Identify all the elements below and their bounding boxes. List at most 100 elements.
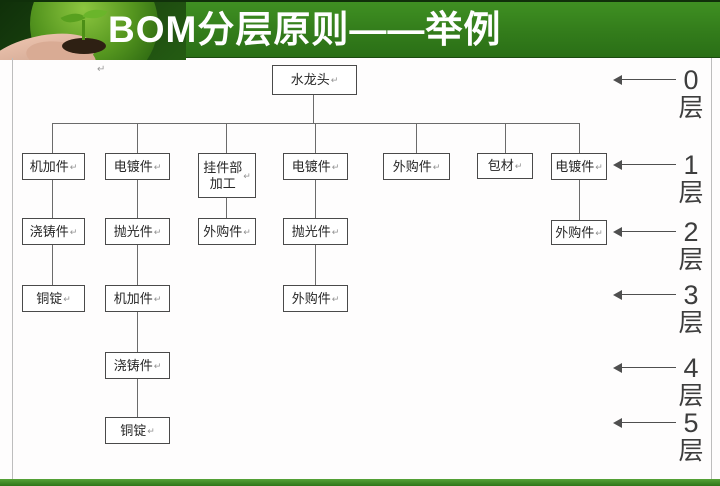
layer-number: 4 [683,353,699,383]
connector-line [579,180,580,220]
layer-label-4: 4 层 [674,354,708,410]
node-label: 电镀件 [291,158,331,174]
page-title: BOM分层原则——举例 [108,9,502,50]
return-mark-icon: ↵ [153,293,162,304]
return-mark-icon: ↵ [331,293,340,304]
tree-node: 电镀件↵ [105,153,170,180]
connector-line [315,245,316,285]
arrow-line [620,164,676,165]
node-label: 挂件部 加工 [203,159,243,191]
return-mark-icon: ↵ [514,161,523,171]
arrow-head-icon [613,75,622,85]
tree-node: 机加件↵ [22,153,85,180]
arrow-line [620,231,676,232]
connector-line [137,379,138,417]
arrow-head-icon [613,418,622,428]
layer-label-3: 3 层 [674,281,708,337]
layer-pointer-1 [613,160,677,170]
layer-label-2: 2 层 [674,218,708,274]
arrow-line [620,79,676,80]
connector-line [505,123,506,153]
layer-unit: 层 [678,382,704,410]
node-label: 浇铸件 [29,223,69,239]
tree-node: 浇铸件↵ [105,352,170,379]
node-label: 电镀件 [555,158,595,174]
node-label: 抛光件 [291,223,331,239]
connector-line [52,123,580,124]
layer-pointer-4 [613,363,677,373]
connector-line [52,180,53,218]
tree-node: 电镀件↵ [551,153,607,180]
layer-unit: 层 [678,309,704,337]
layer-label-5: 5 层 [674,409,708,465]
left-border-line [12,58,13,479]
layer-label-1: 1 层 [674,151,708,207]
return-mark-icon: ↵ [331,226,340,237]
node-label: 外购件 [392,158,432,174]
node-label: 外购件 [203,223,243,239]
return-mark-icon: ↵ [153,161,162,172]
node-label: 浇铸件 [113,357,153,373]
return-mark-icon: ↵ [432,161,441,172]
node-label: 抛光件 [113,223,153,239]
node-label: 铜锭 [36,290,63,306]
return-mark-icon: ↵ [595,161,603,172]
node-label: 电镀件 [113,158,153,174]
layer-number: 0 [683,65,699,95]
layer-number: 1 [683,150,699,180]
return-mark-icon: ↵ [153,226,162,237]
return-mark-icon: ↵ [331,161,340,172]
return-mark-icon: ↵ [147,425,155,436]
layer-pointer-0 [613,75,677,85]
layer-pointer-3 [613,290,677,300]
connector-line [137,312,138,352]
tree-node: 机加件↵ [105,285,170,312]
layer-unit: 层 [678,246,704,274]
return-mark-icon: ↵ [243,170,251,181]
arrow-head-icon [613,160,622,170]
connector-line [315,180,316,218]
tree-node: 抛光件↵ [105,218,170,245]
connector-line [315,123,316,153]
tree-node: 铜锭↵ [105,417,170,444]
tree-node-root: 水龙头↵ [272,65,357,95]
layer-pointer-5 [613,418,677,428]
tree-node: 外购件↵ [551,220,607,245]
layer-unit: 层 [678,179,704,207]
return-mark-icon: ↵ [595,227,603,238]
tree-node: 外购件↵ [198,218,256,245]
arrow-head-icon [613,227,622,237]
return-mark-icon: ↵ [97,64,106,75]
tree-node: 外购件↵ [383,153,450,180]
return-mark-icon: ↵ [153,360,162,371]
layer-unit: 层 [678,437,704,465]
layer-pointer-2 [613,227,677,237]
return-mark-icon: ↵ [63,293,71,304]
tree-node: 抛光件↵ [283,218,348,245]
sprout-stem [82,20,85,40]
connector-line [137,123,138,153]
layer-unit: 层 [678,94,704,122]
connector-line [52,245,53,285]
node-label: 机加件 [113,290,153,306]
arrow-head-icon [613,290,622,300]
connector-line [137,245,138,285]
arrow-line [620,367,676,368]
connector-line [52,123,53,153]
arrow-line [620,422,676,423]
connector-line [313,95,314,123]
connector-line [579,123,580,153]
node-label: 外购件 [555,224,595,240]
node-label: 铜锭 [120,422,147,438]
layer-number: 5 [683,408,699,438]
tree-node: 包材↵ [477,153,533,179]
footer-bar [0,479,720,486]
return-mark-icon: ↵ [330,75,339,85]
right-border-line [711,58,712,479]
arrow-line [620,294,676,295]
connector-line [226,198,227,218]
tree-node: 铜锭↵ [22,285,85,312]
tree-node: 外购件↵ [283,285,348,312]
node-label: 包材 [487,158,514,173]
